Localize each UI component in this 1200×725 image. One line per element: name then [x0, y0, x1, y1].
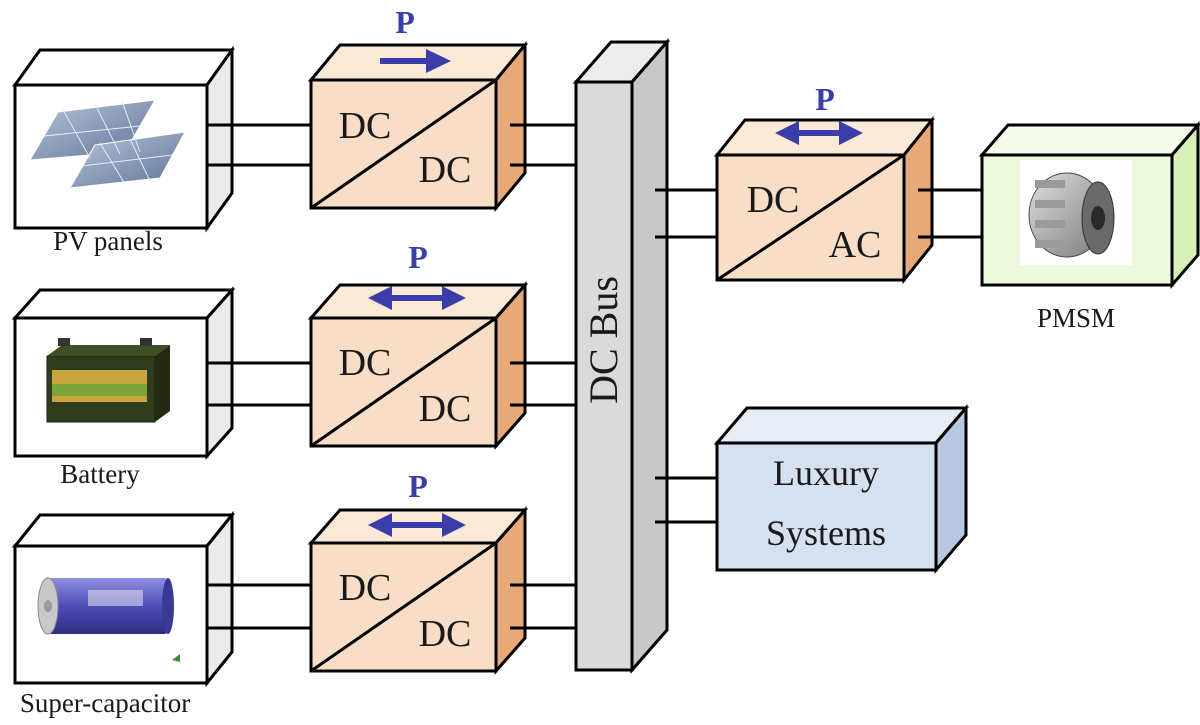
converter-input-label: DC	[339, 342, 392, 384]
power-flow-right-arrow-icon	[380, 49, 451, 73]
pv-panels-label: PV panels	[53, 226, 163, 256]
inverter-input-label: DC	[747, 179, 800, 221]
battery-label: Battery	[60, 459, 140, 489]
dc-dc-converter-pv: DC DC P	[307, 4, 529, 213]
supercapacitor-source: Super-capacitor	[11, 510, 236, 718]
car-battery-icon	[46, 338, 170, 423]
luxury-systems-line2: Systems	[766, 513, 886, 553]
power-flow-label: P	[395, 4, 415, 40]
luxury-systems: Luxury Systems	[713, 403, 970, 575]
inverter-motor-wires	[918, 188, 982, 239]
dc-dc-converter-battery: DC DC P	[307, 239, 529, 450]
power-flow-label: P	[815, 81, 835, 117]
bus-load-wires	[655, 188, 717, 524]
pmsm-motor: PMSM	[978, 120, 1200, 333]
power-flow-bidirectional-arrow-icon	[368, 286, 466, 310]
motor-icon	[1028, 172, 1115, 258]
supercapacitor-label: Super-capacitor	[20, 688, 190, 718]
power-flow-label: P	[408, 468, 428, 504]
dc-bus: DC Bus	[572, 38, 671, 674]
luxury-systems-line1: Luxury	[773, 453, 879, 493]
pmsm-label: PMSM	[1037, 303, 1115, 333]
converter-output-label: DC	[419, 613, 472, 655]
pv-panels-source: PV panels	[12, 45, 235, 256]
converter-bus-wires	[510, 123, 576, 630]
converter-input-label: DC	[339, 105, 392, 147]
source-wires	[207, 123, 311, 630]
battery-source: Battery	[11, 286, 236, 489]
dc-dc-converter-supercapacitor: DC DC P	[307, 468, 529, 675]
converter-input-label: DC	[339, 567, 392, 609]
dc-bus-label: DC Bus	[581, 276, 626, 404]
dc-ac-inverter: DC AC P	[713, 81, 936, 285]
converter-output-label: DC	[419, 149, 472, 191]
inverter-output-label: AC	[829, 224, 882, 266]
solar-panel-icon	[29, 99, 186, 189]
power-flow-label: P	[408, 239, 428, 275]
power-flow-bidirectional-arrow-icon	[368, 513, 466, 537]
converter-output-label: DC	[419, 388, 472, 430]
power-flow-bidirectional-arrow-icon	[775, 121, 863, 145]
supercapacitor-icon	[37, 577, 180, 662]
